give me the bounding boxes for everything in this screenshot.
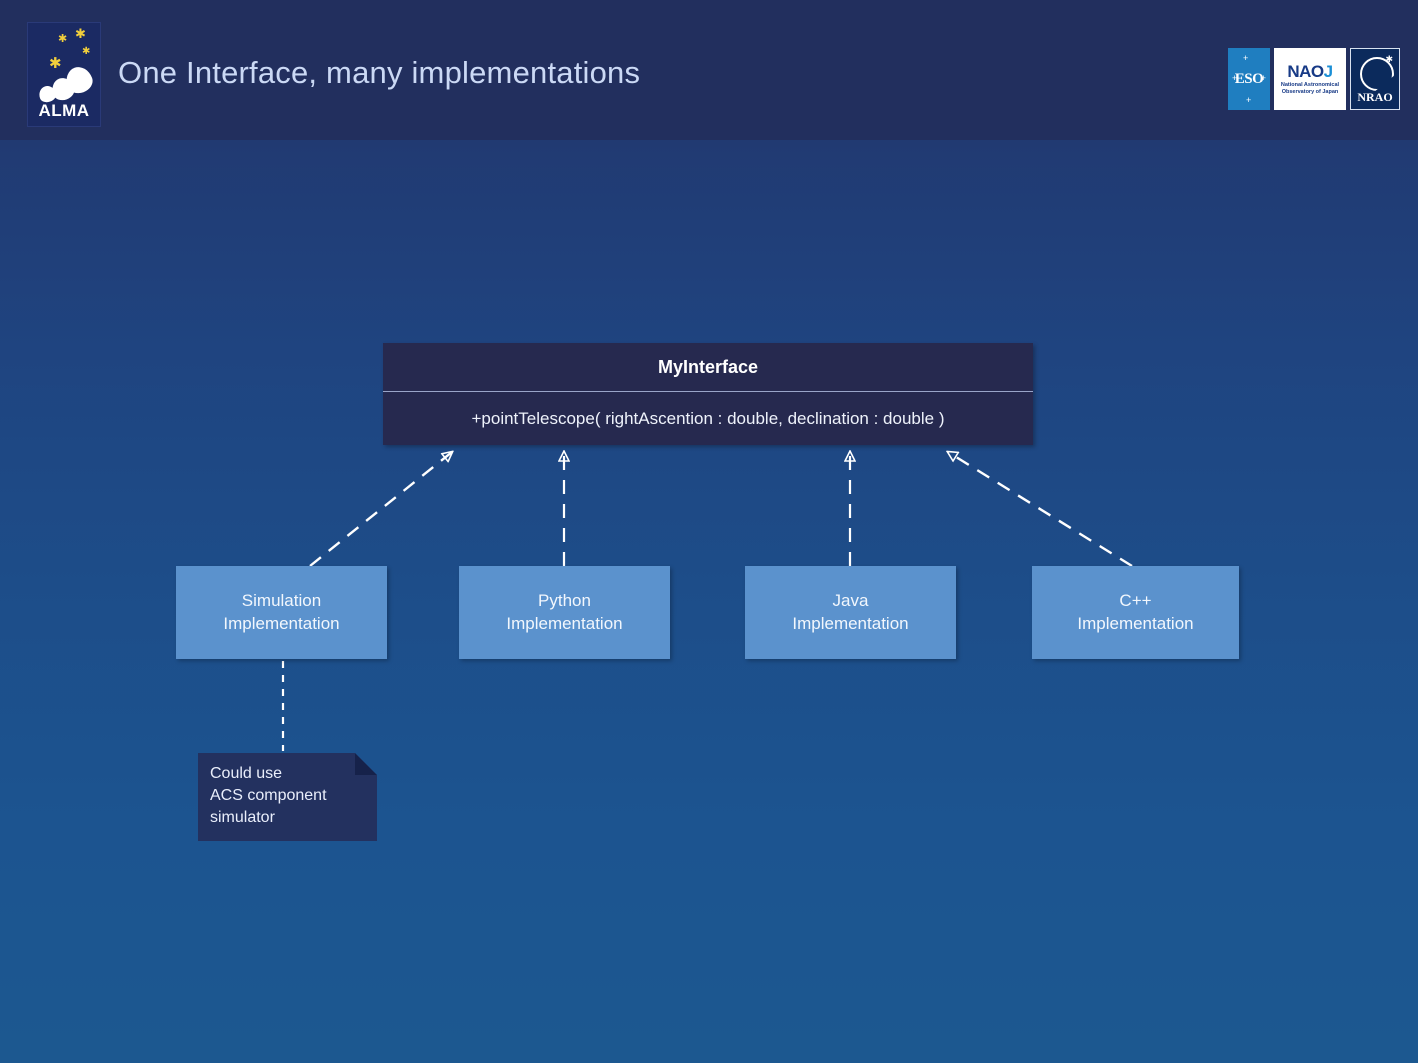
nrao-star-icon: ✱ bbox=[1385, 54, 1393, 64]
realization-cpp bbox=[948, 452, 1133, 568]
eso-cross-icon: + bbox=[1260, 73, 1266, 83]
naoj-logo-text: NAOJ bbox=[1287, 61, 1333, 81]
uml-class-python-implementation[interactable]: Python Implementation bbox=[459, 566, 670, 659]
impl-label: Python Implementation bbox=[506, 590, 623, 633]
nrao-logo: ✱ NRAO bbox=[1350, 48, 1400, 110]
header-band bbox=[0, 0, 1418, 140]
eso-cross-icon: + bbox=[1246, 95, 1252, 105]
interface-name: MyInterface bbox=[383, 343, 1033, 392]
impl-label: Java Implementation bbox=[792, 590, 909, 633]
naoj-logo: NAOJ National Astronomical Observatory o… bbox=[1274, 48, 1346, 110]
uml-class-simulation-implementation[interactable]: Simulation Implementation bbox=[176, 566, 387, 659]
alma-star-icon: ✱ bbox=[82, 46, 91, 57]
eso-cross-icon: + bbox=[1232, 73, 1238, 83]
eso-logo-text: ESO bbox=[1234, 70, 1264, 87]
alma-star-icon: ✱ bbox=[49, 54, 62, 72]
alma-logo-text: ALMA bbox=[38, 101, 90, 120]
uml-class-java-implementation[interactable]: Java Implementation bbox=[745, 566, 956, 659]
eso-logo: + + + + ESO bbox=[1228, 48, 1270, 110]
eso-cross-icon: + bbox=[1243, 53, 1249, 63]
impl-label: C++ Implementation bbox=[1077, 590, 1194, 633]
naoj-j: J bbox=[1323, 61, 1333, 81]
uml-note[interactable]: Could use ACS component simulator bbox=[198, 753, 377, 841]
alma-star-icon: ✱ bbox=[58, 32, 68, 45]
note-text: Could use ACS component simulator bbox=[210, 765, 327, 826]
partner-logos: + + + + ESO NAOJ National Astronomical O… bbox=[1228, 48, 1400, 110]
uml-interface-myinterface[interactable]: MyInterface +pointTelescope( rightAscent… bbox=[383, 343, 1033, 445]
interface-method-signature: +pointTelescope( rightAscention : double… bbox=[471, 408, 945, 428]
uml-class-cpp-implementation[interactable]: C++ Implementation bbox=[1032, 566, 1239, 659]
alma-star-icon: ✱ bbox=[75, 27, 86, 42]
impl-label: Simulation Implementation bbox=[223, 590, 340, 633]
naoj-logo-subtitle: National Astronomical Observatory of Jap… bbox=[1280, 81, 1340, 95]
naoj-na: NA bbox=[1287, 61, 1311, 81]
nrao-logo-text: NRAO bbox=[1357, 90, 1393, 104]
naoj-o: O bbox=[1310, 61, 1324, 81]
realization-simulation bbox=[309, 452, 452, 567]
note-fold-corner-icon bbox=[355, 753, 377, 775]
alma-logo: ✱ ✱ ✱ ✱ ALMA bbox=[27, 22, 101, 127]
page-title: One Interface, many implementations bbox=[118, 55, 641, 90]
